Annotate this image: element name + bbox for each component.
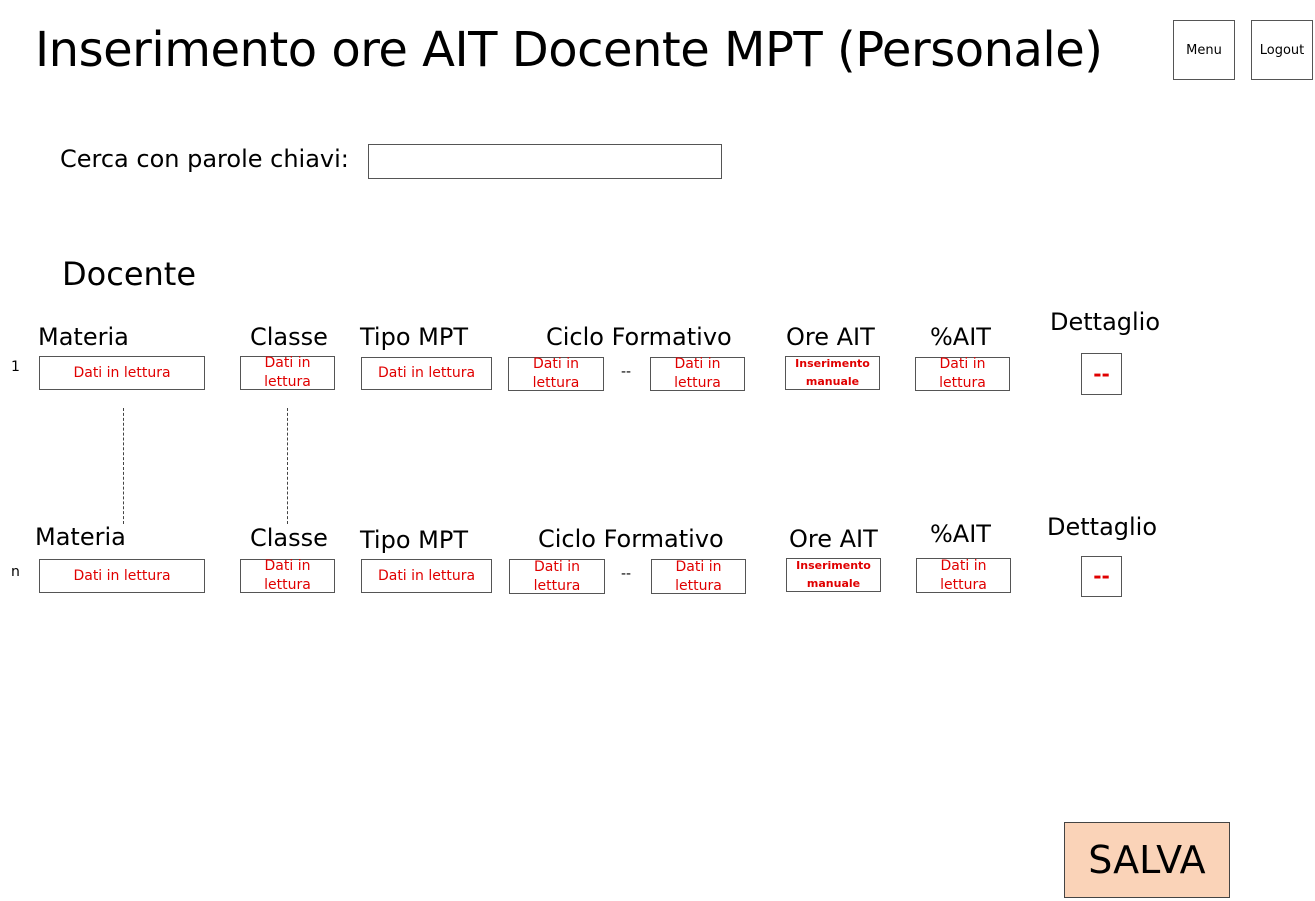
ciclo-separator: --: [621, 364, 632, 380]
cell-ciclo-a: Dati in lettura: [651, 559, 746, 594]
cell-tipo-mpt: Dati in lettura: [361, 357, 492, 390]
row-number: 1: [11, 359, 20, 375]
cell-tipo-mpt: Dati in lettura: [361, 559, 492, 593]
continuation-line: [123, 408, 124, 524]
cell-ciclo-da: Dati in lettura: [509, 559, 605, 594]
row-number: n: [11, 564, 20, 580]
cell-materia: Dati in lettura: [39, 559, 205, 593]
cell-classe: Dati in lettura: [240, 558, 335, 593]
ore-ait-input[interactable]: Inserimento manuale: [786, 558, 881, 592]
column-header-classe: Classe: [250, 323, 328, 351]
ore-ait-input[interactable]: Inserimento manuale: [785, 356, 880, 390]
dettaglio-button[interactable]: --: [1081, 556, 1122, 597]
cell-materia: Dati in lettura: [39, 356, 205, 390]
save-button[interactable]: SALVA: [1064, 822, 1230, 898]
page-title: Inserimento ore AIT Docente MPT (Persona…: [35, 22, 1103, 78]
column-header-dettaglio: Dettaglio: [1047, 513, 1158, 541]
column-header-ore-ait: Ore AIT: [786, 323, 875, 351]
cell-ciclo-a: Dati in lettura: [650, 356, 745, 391]
cell-ciclo-da: Dati in lettura: [508, 356, 604, 391]
column-header-classe: Classe: [250, 524, 328, 552]
cell-perc-ait: Dati in lettura: [916, 558, 1011, 593]
column-header-ciclo-formativo: Ciclo Formativo: [546, 323, 732, 351]
continuation-line: [287, 408, 288, 524]
cell-classe: Dati in lettura: [240, 355, 335, 390]
search-label: Cerca con parole chiavi:: [60, 145, 349, 173]
menu-button[interactable]: Menu: [1173, 20, 1235, 80]
column-header-tipo-mpt: Tipo MPT: [360, 323, 468, 351]
dettaglio-button[interactable]: --: [1081, 353, 1122, 395]
cell-perc-ait: Dati in lettura: [915, 356, 1010, 391]
logout-button[interactable]: Logout: [1251, 20, 1313, 80]
search-input[interactable]: [368, 144, 722, 179]
column-header-ciclo-formativo: Ciclo Formativo: [538, 525, 724, 553]
ciclo-separator: --: [621, 566, 632, 582]
column-header-materia: Materia: [38, 323, 129, 351]
column-header-perc-ait: %AIT: [930, 520, 991, 548]
section-title: Docente: [62, 255, 197, 293]
column-header-perc-ait: %AIT: [930, 323, 991, 351]
column-header-ore-ait: Ore AIT: [789, 525, 878, 553]
column-header-materia: Materia: [35, 523, 126, 551]
column-header-dettaglio: Dettaglio: [1050, 308, 1161, 336]
column-header-tipo-mpt: Tipo MPT: [360, 526, 468, 554]
